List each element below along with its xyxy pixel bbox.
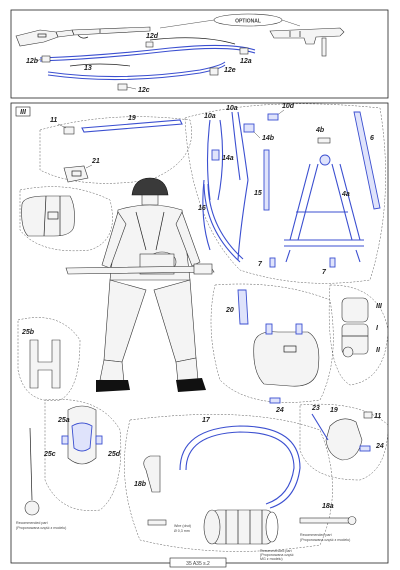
callout-11b: 11 (374, 413, 381, 420)
callout-19: 19 (128, 115, 136, 122)
callout-10a: 10a (226, 105, 238, 112)
note-canteen-line1: Recommended part (260, 549, 292, 553)
callout-roman-2: II (376, 347, 381, 354)
section-marker: III (20, 109, 27, 116)
callout-12c: 12c (138, 87, 150, 94)
bag-24 (253, 323, 320, 387)
rifle-drawing (15, 26, 151, 47)
callout-25a: 25a (57, 417, 70, 424)
a-frame-4a (284, 154, 364, 263)
bread-bag (21, 195, 75, 237)
buckle-12c (117, 83, 128, 91)
strap-19 (63, 119, 183, 135)
callout-24: 24 (275, 407, 284, 414)
callout-7a: 7 (258, 261, 263, 268)
buckle-12e (209, 67, 219, 76)
note-wire-line2: Ø 0,3 mm (174, 529, 190, 533)
callout-19b: 19 (330, 407, 338, 414)
callout-12b: 12b (26, 58, 39, 65)
pin-25-recommended (24, 427, 40, 516)
optional-bubble: OPTIONAL (159, 13, 301, 29)
callout-14a: 14a (222, 155, 234, 162)
clip-24 (269, 397, 281, 404)
note-canteen-line3: MG z modelu) (260, 557, 283, 561)
footer-code-box (169, 557, 227, 568)
callout-16: 16 (198, 205, 206, 212)
note-wire-line1: Wire (drut) (174, 524, 191, 528)
callout-12d: 12d (146, 33, 159, 40)
callout-6: 6 (370, 135, 374, 142)
sling-lower (47, 61, 226, 81)
note-18-line2: (Proponowana część z modelu) (300, 538, 350, 542)
buckle-12b (41, 55, 51, 63)
callout-10d: 10d (282, 103, 295, 110)
callout-21: 21 (91, 158, 100, 165)
callout-4a: 4a (341, 191, 350, 198)
clip-7b (329, 257, 336, 268)
callout-roman-3: III (376, 303, 383, 310)
bracket-25b (29, 339, 61, 389)
buckle-12a (239, 47, 249, 55)
callout-18b: 18b (134, 481, 147, 488)
footer-code: 35 A35 s.2 (186, 561, 210, 567)
callout-23: 23 (311, 405, 320, 412)
canteen-cylinder (203, 509, 279, 545)
callout-10a-2: 10a (204, 113, 216, 120)
strap-16 (203, 183, 244, 263)
callout-11: 11 (50, 117, 57, 124)
strap-17 (179, 425, 301, 509)
clip-7a (269, 257, 276, 268)
callout-20: 20 (225, 307, 234, 314)
callout-13: 13 (84, 65, 92, 72)
section-marker-box (15, 106, 31, 117)
strap-15 (263, 149, 270, 211)
callout-14b: 14b (262, 135, 275, 142)
callout-4b: 4b (315, 127, 325, 134)
note-25-line1: Recommended part (16, 521, 48, 525)
note-18-line1: Recommended part (300, 533, 332, 537)
callout-roman-1: I (376, 325, 379, 332)
smg-drawing (269, 27, 345, 57)
hook-18b (143, 455, 167, 526)
callout-25c: 25c (43, 451, 56, 458)
strap-20 (237, 289, 249, 325)
top-panel-border (10, 9, 389, 99)
callout-24b: 24 (375, 443, 384, 450)
optional-label: OPTIONAL (235, 19, 261, 25)
callout-17: 17 (202, 417, 211, 424)
note-25-line2: (Proponowana część z modelu) (16, 526, 66, 530)
suspenders-10a (202, 111, 255, 261)
sling-upper (39, 37, 256, 62)
callout-25b: 25b (21, 329, 35, 336)
canteen-detail (341, 297, 369, 358)
callout-18a: 18a (322, 503, 334, 510)
callout-7b: 7 (322, 269, 327, 276)
buckle-21 (63, 165, 89, 183)
part-4b (317, 137, 331, 144)
soldier-figure (65, 177, 215, 392)
buckle-12d (145, 41, 154, 48)
pouch-assembly (311, 411, 373, 461)
rod-6 (353, 111, 381, 210)
callout-12e: 12e (224, 67, 236, 74)
part-10d (267, 113, 279, 121)
rivet-18a (299, 516, 357, 525)
callout-25d: 25d (107, 451, 121, 458)
callout-15: 15 (254, 190, 262, 197)
callout-12a: 12a (240, 58, 252, 65)
note-canteen-line2: (Proponowana część (260, 553, 294, 557)
shovel-carrier-25 (61, 405, 103, 465)
